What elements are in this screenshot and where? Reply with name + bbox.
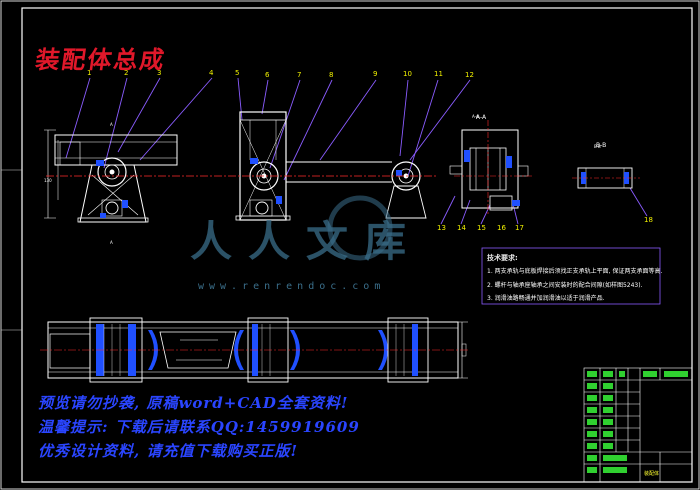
inner-frame [21, 7, 693, 483]
leader-lines [65, 77, 648, 225]
watermark-line-1: 预览请勿抄袭, 原稿word+CAD全套资料! [38, 394, 349, 412]
callout-7: 7 [297, 71, 302, 79]
tech-req-box [481, 247, 661, 305]
callout-13: 13 [437, 224, 446, 232]
top-view [40, 317, 470, 383]
watermark-logo-ring [327, 195, 393, 261]
svg-text:A-A: A-A [472, 114, 479, 119]
drawing-title: 装配体总成 [33, 45, 168, 74]
section-b-label: B-B [596, 142, 607, 149]
watermark-url: www.renrendoc.com [198, 281, 386, 292]
svg-text:A: A [110, 240, 113, 245]
title-block-fill [587, 371, 688, 473]
callout-3: 3 [157, 69, 162, 77]
callout-11: 11 [434, 70, 443, 78]
callout-6: 6 [265, 71, 270, 79]
callout-18: 18 [644, 216, 653, 224]
callout-4: 4 [209, 69, 214, 77]
callout-1: 1 [87, 69, 92, 77]
watermark-logo-text: 人人文库 [190, 217, 423, 266]
callout-9: 9 [373, 70, 378, 78]
svg-text:A: A [110, 122, 113, 127]
front-view: 130 [44, 111, 479, 245]
section-a-label: A-A [476, 114, 487, 121]
section-b-view: B-B [572, 144, 640, 189]
callout-8: 8 [329, 71, 334, 79]
callout-10: 10 [403, 70, 412, 78]
tech-req-line: 1. 两支承轨与底板焊接后须找正支承轨上平面, 保证两支承面等高. [487, 268, 663, 275]
watermark-line-3: 优秀设计资料, 请充值下载购买正版! [38, 442, 299, 460]
callout-16: 16 [497, 224, 506, 232]
tech-req-line: 3. 润滑油路畅通并加润滑油以适于润滑产品. [487, 295, 605, 302]
title-block-name: 装配体 [644, 471, 660, 477]
section-a-view [449, 120, 532, 215]
title-block [583, 367, 693, 483]
svg-text:B-B: B-B [594, 144, 601, 149]
callout-5: 5 [235, 69, 240, 77]
callout-2: 2 [124, 69, 129, 77]
watermark-line-2: 温馨提示: 下载后请联系QQ:1459919609 [38, 418, 360, 436]
callout-15: 15 [477, 224, 486, 232]
callout-17: 17 [515, 224, 524, 232]
tech-req-line: 2. 螺杆与轴承座轴承之间安装时的配合间隙(如样图5243). [487, 282, 643, 289]
tech-req-title: 技术要求: [487, 254, 518, 262]
callout-14: 14 [457, 224, 466, 232]
svg-text:130: 130 [44, 178, 52, 183]
callout-12: 12 [465, 71, 474, 79]
